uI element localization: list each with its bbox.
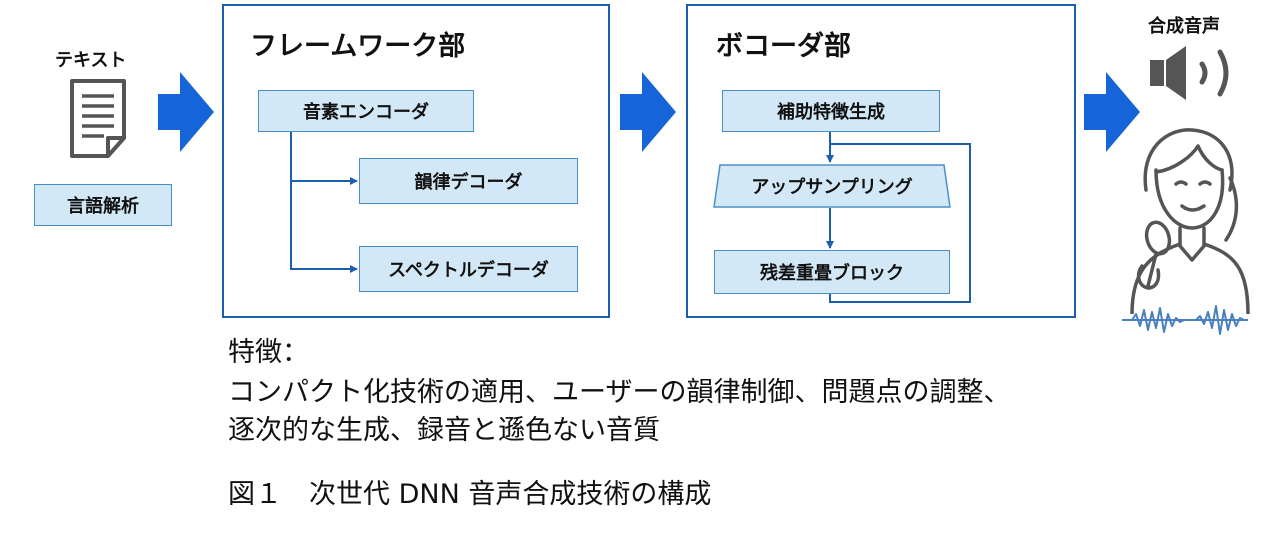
encoder-to-spectral-line — [290, 132, 358, 273]
vocoder-frame — [686, 4, 1076, 318]
residual-loop-line — [829, 143, 971, 303]
person-with-microphone-icon — [1130, 128, 1250, 314]
input-label: テキスト — [55, 50, 127, 71]
features-line-1: コンパクト化技術の適用、ユーザーの韻律制御、問題点の調整、 — [228, 377, 1011, 408]
phoneme-encoder-box: 音素エンコーダ — [258, 90, 474, 132]
aux-feature-box: 補助特徴生成 — [722, 90, 940, 132]
framework-frame — [222, 4, 610, 318]
output-label: 合成音声 — [1148, 16, 1220, 37]
framework-title: フレームワーク部 — [250, 31, 466, 62]
flow-arrow-3 — [1084, 72, 1140, 152]
waveform-icon — [1122, 305, 1248, 335]
document-icon — [70, 79, 126, 158]
prosody-decoder-box: 韻律デコーダ — [359, 158, 578, 204]
upsampling-trapezoid — [713, 164, 951, 208]
upsampling-label: アップサンプリング — [751, 177, 913, 198]
features-line-2: 逐次的な生成、録音と遜色ない音質 — [228, 415, 660, 446]
features-heading: 特徴： — [228, 337, 309, 368]
flow-arrow-1 — [158, 72, 214, 152]
spectral-decoder-box: スペクトルデコーダ — [359, 246, 578, 292]
flow-arrow-2 — [620, 72, 676, 152]
figure-caption: 図１ 次世代 DNN 音声合成技術の構成 — [228, 479, 712, 510]
speaker-icon — [1150, 46, 1229, 100]
vocoder-title: ボコーダ部 — [716, 31, 851, 62]
residual-block-box: 残差重畳ブロック — [714, 250, 950, 294]
language-analysis-box: 言語解析 — [34, 184, 172, 226]
